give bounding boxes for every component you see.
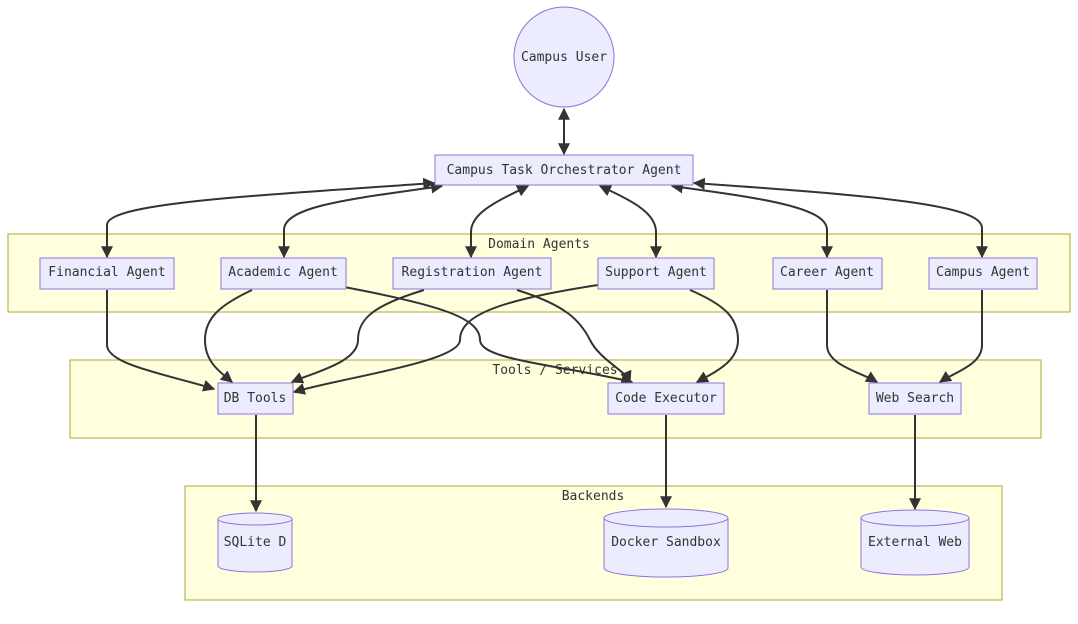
campus-user-label: Campus User <box>521 50 607 65</box>
cluster-domain-agents-label: Domain Agents <box>488 237 590 252</box>
campus-agent-label: Campus Agent <box>936 265 1030 280</box>
node-campus-user[interactable]: Campus User <box>513 6 615 108</box>
edge-financial-dbtools <box>106 290 216 392</box>
cluster-tools-services-label: Tools / Services <box>492 363 617 378</box>
docker-cylinder <box>603 508 729 578</box>
financial-agent-label: Financial Agent <box>48 265 165 280</box>
node-financial-agent[interactable]: Financial Agent <box>39 257 175 290</box>
support-agent-box <box>597 257 715 290</box>
code-executor-box <box>607 382 725 415</box>
node-db-tools[interactable]: DB Tools <box>217 382 294 415</box>
sqlite-cylinder <box>217 512 293 573</box>
node-code-executor[interactable]: Code Executor <box>607 382 725 415</box>
edge-academic-codeexec <box>343 286 634 386</box>
financial-agent-box <box>39 257 175 290</box>
edge-orchestrator-registration <box>465 185 530 259</box>
docker-label: Docker Sandbox <box>611 535 721 550</box>
node-campus-agent[interactable]: Campus Agent <box>928 257 1038 290</box>
campus-user-circle <box>513 6 615 108</box>
node-external-web[interactable]: External Web <box>860 509 970 576</box>
registration-agent-label: Registration Agent <box>402 265 543 280</box>
edge-support-dbtools <box>292 284 599 395</box>
node-support-agent[interactable]: Support Agent <box>597 257 715 290</box>
orchestrator-box <box>434 154 694 186</box>
cluster-backends-label: Backends <box>562 489 625 504</box>
orchestrator-label: Campus Task Orchestrator Agent <box>447 163 682 178</box>
sqlite-label: SQLite D <box>224 535 287 550</box>
campus-agent-box <box>928 257 1038 290</box>
academic-agent-label: Academic Agent <box>228 265 338 280</box>
node-academic-agent[interactable]: Academic Agent <box>220 257 347 290</box>
academic-agent-box <box>220 257 347 290</box>
edge-orchestrator-academic <box>278 181 444 259</box>
node-sqlite-db[interactable]: SQLite D <box>217 512 293 573</box>
edge-registration-dbtools <box>290 289 425 384</box>
node-web-search[interactable]: Web Search <box>868 382 962 415</box>
node-career-agent[interactable]: Career Agent <box>772 257 883 290</box>
node-orchestrator[interactable]: Campus Task Orchestrator Agent <box>434 154 694 186</box>
edge-orchestrator-campus <box>692 177 988 259</box>
edge-campus-websearch <box>939 290 983 383</box>
edge-career-websearch <box>826 290 879 383</box>
web-search-box <box>868 382 962 415</box>
edge-registration-codeexec <box>516 289 632 384</box>
edge-academic-dbtools <box>203 289 253 383</box>
db-tools-label: DB Tools <box>224 391 287 406</box>
external-web-cylinder <box>860 509 970 576</box>
edges <box>101 107 988 513</box>
external-web-label: External Web <box>868 535 962 550</box>
node-registration-agent[interactable]: Registration Agent <box>392 257 552 290</box>
edge-support-codeexec <box>689 289 740 383</box>
web-search-label: Web Search <box>876 391 954 406</box>
career-agent-box <box>772 257 883 290</box>
node-docker-sandbox[interactable]: Docker Sandbox <box>603 508 729 578</box>
code-executor-label: Code Executor <box>615 391 717 406</box>
support-agent-label: Support Agent <box>605 265 707 280</box>
edge-orchestrator-support <box>598 185 662 259</box>
db-tools-box <box>217 382 294 415</box>
career-agent-label: Career Agent <box>780 265 874 280</box>
registration-agent-box <box>392 257 552 290</box>
